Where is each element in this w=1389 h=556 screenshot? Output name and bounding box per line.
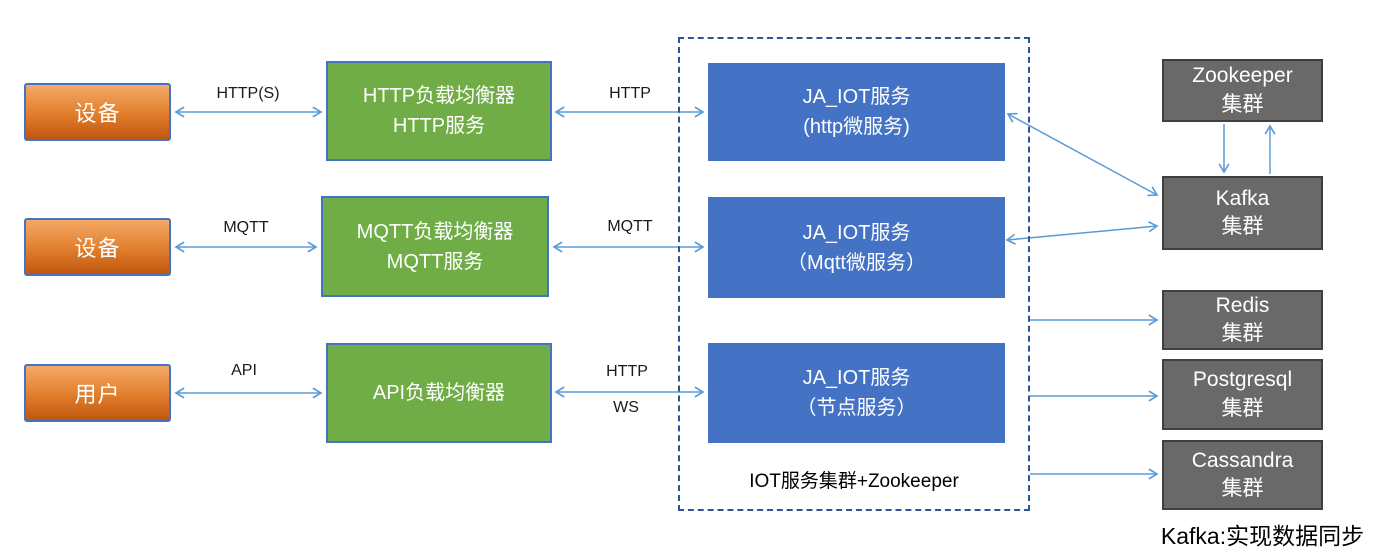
node-label-line1: Redis	[1215, 293, 1270, 317]
node-label-line2: HTTP服务	[392, 115, 486, 137]
node-label-line2: 集群	[1221, 215, 1264, 238]
node-cassandra-cluster: Cassandra 集群	[1162, 440, 1323, 510]
node-label-line1: Cassandra	[1191, 448, 1294, 472]
node-label-line1: API负载均衡器	[372, 382, 506, 404]
node-label-line1: MQTT负载均衡器	[356, 220, 514, 243]
node-label-line1: JA_IOT服务	[802, 367, 911, 389]
node-label-line2: 集群	[1221, 396, 1264, 420]
node-label-line2: MQTT服务	[386, 250, 484, 273]
node-label-line1: Zookeeper	[1192, 64, 1293, 88]
node-http-load-balancer: HTTP负载均衡器 HTTP服务	[326, 61, 552, 161]
edge-label-api: API	[231, 362, 257, 379]
edge-label-http-mid1: HTTP	[609, 85, 651, 102]
node-postgresql-cluster: Postgresql 集群	[1162, 359, 1323, 430]
edge-label-mqtt-mid: MQTT	[607, 218, 653, 235]
node-label-line2: （节点服务）	[796, 397, 917, 419]
node-redis-cluster: Redis 集群	[1162, 290, 1323, 350]
arrow-iotmqtt-kafka	[1005, 221, 1159, 245]
node-ja-iot-node-service: JA_IOT服务 （节点服务）	[708, 343, 1005, 443]
arrow-iothttp-kafka	[1006, 112, 1159, 197]
node-label: 用户	[74, 382, 121, 407]
node-label-line1: JA_IOT服务	[802, 221, 911, 244]
node-zookeeper-cluster: Zookeeper 集群	[1162, 59, 1323, 122]
node-label-line1: JA_IOT服务	[802, 86, 911, 108]
node-label: 设备	[74, 101, 121, 126]
node-user: 用户	[24, 364, 171, 422]
kafka-sync-note: Kafka:实现数据同步	[1160, 523, 1365, 549]
node-ja-iot-http-service: JA_IOT服务 (http微服务)	[708, 63, 1005, 161]
node-device-1: 设备	[24, 83, 171, 141]
edge-label-http-mid3: HTTP	[606, 363, 648, 380]
edge-label-https: HTTP(S)	[216, 85, 280, 102]
node-ja-iot-mqtt-service: JA_IOT服务 （Mqtt微服务）	[708, 197, 1005, 298]
node-label-line1: Postgresql	[1192, 368, 1293, 392]
edge-label-ws: WS	[613, 399, 639, 416]
node-mqtt-load-balancer: MQTT负载均衡器 MQTT服务	[321, 196, 549, 297]
iot-cluster-frame	[678, 37, 1030, 511]
edge-label-mqtt-left: MQTT	[223, 219, 269, 236]
node-label-line2: （Mqtt微服务）	[787, 251, 926, 274]
node-device-2: 设备	[24, 218, 171, 276]
node-kafka-cluster: Kafka 集群	[1162, 176, 1323, 250]
node-label-line2: 集群	[1221, 92, 1264, 116]
node-label: 设备	[74, 236, 121, 261]
node-api-load-balancer: API负载均衡器	[326, 343, 552, 443]
iot-cluster-caption: IOT服务集群+Zookeeper	[749, 471, 959, 492]
node-label-line2: (http微服务)	[803, 116, 910, 138]
node-label-line1: Kafka	[1215, 186, 1270, 210]
node-label-line1: HTTP负载均衡器	[362, 85, 516, 107]
node-label-line2: 集群	[1221, 322, 1264, 345]
node-label-line2: 集群	[1221, 477, 1264, 500]
